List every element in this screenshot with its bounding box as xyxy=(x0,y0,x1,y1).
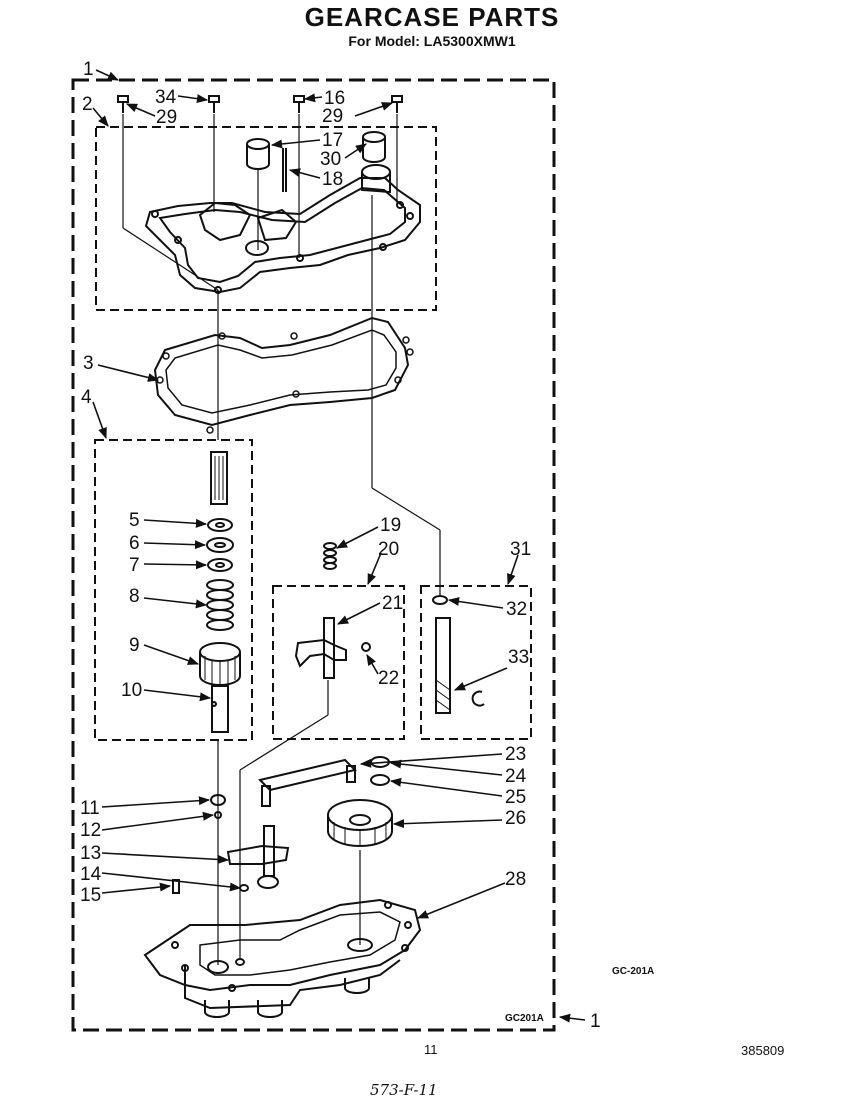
washer-25 xyxy=(370,774,390,786)
bushing-17 xyxy=(246,138,270,170)
ball-12 xyxy=(214,811,222,819)
callout-11: 11 xyxy=(80,798,100,819)
bearing-11 xyxy=(210,794,226,806)
callout-23: 23 xyxy=(505,744,527,765)
callout-18: 18 xyxy=(322,169,344,190)
callout-21: 21 xyxy=(382,593,404,614)
figure-code-a: GC-201A xyxy=(612,966,655,977)
model-subtitle: For Model: LA5300XMW1 xyxy=(348,33,516,49)
callout-28: 28 xyxy=(505,869,527,890)
callout-31: 31 xyxy=(510,539,532,560)
pinion-shaft xyxy=(435,617,485,714)
callout-2: 2 xyxy=(82,94,93,115)
drive-box-outline xyxy=(94,439,253,741)
callout-32: 32 xyxy=(506,599,528,620)
callout-6: 6 xyxy=(129,533,140,554)
gasket xyxy=(153,316,410,427)
callout-13: 13 xyxy=(80,843,102,864)
callout-1-bottom: 1 xyxy=(590,1011,601,1032)
callout-19: 19 xyxy=(380,515,402,536)
shift-lever-13 xyxy=(226,825,290,892)
pinion-box-outline xyxy=(420,585,532,740)
callout-22: 22 xyxy=(378,668,400,689)
bushing-30 xyxy=(362,131,386,163)
spring-8 xyxy=(206,579,234,631)
callout-14: 14 xyxy=(80,864,102,885)
drive-shaft xyxy=(210,451,228,505)
gear-26 xyxy=(327,799,393,847)
document-number: 385809 xyxy=(741,1043,785,1058)
callout-12: 12 xyxy=(80,820,102,841)
cover-box-outline xyxy=(95,126,437,311)
drive-gear-9 xyxy=(199,642,241,733)
callout-4: 4 xyxy=(81,387,92,408)
callout-5: 5 xyxy=(129,510,140,531)
callout-20: 20 xyxy=(378,539,400,560)
callout-25: 25 xyxy=(505,787,527,808)
handwritten-note: 573-F-11 xyxy=(370,1081,438,1099)
page-number: 11 xyxy=(424,1042,438,1057)
callout-29: 29 xyxy=(156,107,178,128)
callout-8: 8 xyxy=(129,586,140,607)
callout-1: 1 xyxy=(83,59,94,80)
callout-24: 24 xyxy=(505,766,527,787)
washers-5-7 xyxy=(206,518,234,572)
clip-33 xyxy=(471,690,485,707)
callout-34: 34 xyxy=(155,87,177,108)
shifter-box-outline xyxy=(272,585,405,740)
gearcase-cover xyxy=(144,164,421,294)
pin-18 xyxy=(282,148,287,192)
assembly-box-outline xyxy=(71,78,556,1032)
callout-9: 9 xyxy=(129,635,140,656)
callout-10: 10 xyxy=(121,680,143,701)
callout-29: 29 xyxy=(322,106,344,127)
shifter-fork xyxy=(294,617,371,679)
callout-16: 16 xyxy=(324,88,346,109)
figure-code-b: GC201A xyxy=(505,1013,544,1024)
callout-30: 30 xyxy=(320,149,342,170)
callout-7: 7 xyxy=(129,555,140,576)
callout-26: 26 xyxy=(505,808,527,829)
gasket-holes xyxy=(156,332,414,434)
washer-32 xyxy=(432,595,448,605)
link-23 xyxy=(258,758,357,807)
page-title: GEARCASE PARTS xyxy=(304,2,560,32)
spring-19 xyxy=(323,542,337,570)
callout-3: 3 xyxy=(83,353,94,374)
gearcase-base xyxy=(143,898,422,1018)
callout-17: 17 xyxy=(322,130,344,151)
pin-15 xyxy=(172,879,180,894)
callout-33: 33 xyxy=(508,647,530,668)
callout-15: 15 xyxy=(80,885,102,906)
